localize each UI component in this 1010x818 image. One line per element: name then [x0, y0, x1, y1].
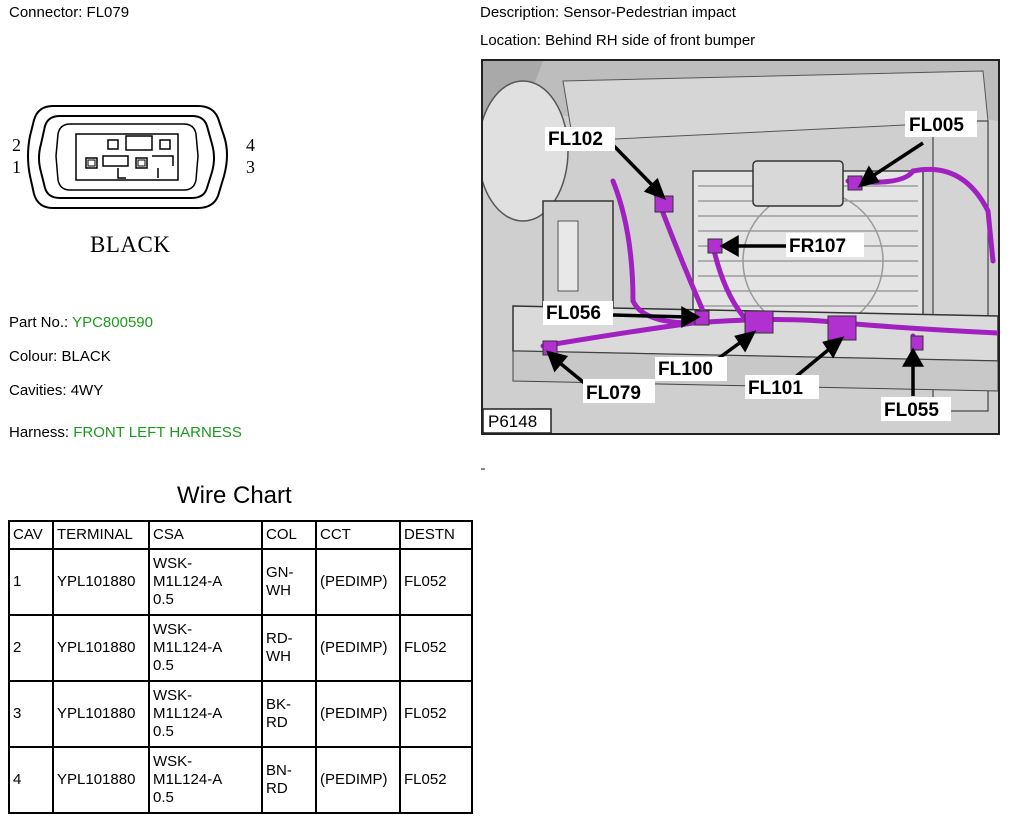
pin-label-1: 1	[12, 157, 21, 177]
col-line: BN-	[266, 762, 292, 779]
divider-mark	[481, 468, 485, 470]
csa-line: WSK-	[153, 555, 193, 572]
col-line: WH	[266, 582, 291, 599]
callout-fl102: FL102	[548, 129, 603, 150]
csa-line: WSK-	[153, 687, 193, 704]
location-label: Location:	[480, 32, 541, 49]
callout-fl005: FL005	[909, 115, 964, 136]
col-cell: RD- WH	[261, 614, 317, 682]
csa-line: 0.5	[153, 723, 174, 740]
csa-cell: WSK- M1L124-A 0.5	[148, 614, 263, 682]
cav-cell: 2	[8, 614, 54, 682]
location-illustration: FL102 FL005 FR107 FL056 FL100 FL101 FL07…	[483, 61, 998, 433]
pin-label-2: 2	[12, 135, 21, 155]
table-row: 2 YPL101880 WSK- M1L124-A 0.5 RD- WH (PE…	[8, 614, 473, 682]
pin-label-3: 3	[246, 157, 255, 177]
callout-fl079: FL079	[586, 383, 641, 404]
csa-line: 0.5	[153, 657, 174, 674]
photo-reference: P6148	[488, 412, 537, 431]
colour-line: Colour: BLACK	[9, 348, 111, 366]
col-header-cct: CCT	[315, 520, 401, 550]
location-line: Location: Behind RH side of front bumper	[480, 32, 755, 50]
terminal-cell: YPL101880	[52, 746, 150, 814]
col-line: RD	[266, 714, 288, 731]
callout-fr107: FR107	[789, 236, 846, 257]
col-line: RD-	[266, 630, 293, 647]
terminal-cell: YPL101880	[52, 680, 150, 748]
location-photo: FL102 FL005 FR107 FL056 FL100 FL101 FL07…	[481, 59, 1000, 435]
part-no-label: Part No.:	[9, 314, 69, 331]
colour-label: Colour:	[9, 348, 58, 365]
connector-line: Connector: FL079	[9, 4, 129, 22]
description-label: Description:	[480, 4, 560, 21]
csa-line: WSK-	[153, 621, 193, 638]
part-no-line: Part No.: YPC800590	[9, 314, 153, 332]
destn-cell[interactable]: FL052	[399, 614, 473, 682]
harness-line: Harness: FRONT LEFT HARNESS	[9, 424, 242, 442]
cavities-value: 4WY	[70, 382, 104, 399]
cct-cell: (PEDIMP)	[315, 614, 401, 682]
terminal-cell: YPL101880	[52, 614, 150, 682]
cav-cell: 3	[8, 680, 54, 748]
col-header-terminal: TERMINAL	[52, 520, 150, 550]
col-cell: BN- RD	[261, 746, 317, 814]
col-header-destn: DESTN	[399, 520, 473, 550]
callout-fl056: FL056	[546, 303, 601, 324]
cav-cell: 1	[8, 548, 54, 616]
callout-fl100: FL100	[658, 359, 713, 380]
cav-cell: 4	[8, 746, 54, 814]
destn-cell[interactable]: FL052	[399, 680, 473, 748]
col-header-csa: CSA	[148, 520, 263, 550]
cavities-line: Cavities: 4WY	[9, 382, 103, 400]
description-line: Description: Sensor-Pedestrian impact	[480, 4, 736, 22]
table-row: 4 YPL101880 WSK- M1L124-A 0.5 BN- RD (PE…	[8, 746, 473, 814]
wire-chart-title: Wire Chart	[177, 482, 292, 509]
csa-line: M1L124-A	[153, 771, 223, 788]
connector-face-drawing: 2 1 4 3 BLACK	[12, 105, 255, 257]
csa-line: WSK-	[153, 753, 193, 770]
description-value: Sensor-Pedestrian impact	[563, 4, 736, 21]
csa-line: M1L124-A	[153, 639, 223, 656]
table-row: 3 YPL101880 WSK- M1L124-A 0.5 BK- RD (PE…	[8, 680, 473, 748]
table-header-row: CAV TERMINAL CSA COL CCT DESTN	[8, 520, 473, 550]
csa-cell: WSK- M1L124-A 0.5	[148, 548, 263, 616]
wire-chart-table: CAV TERMINAL CSA COL CCT DESTN 1 YPL1018…	[8, 520, 473, 814]
cct-cell: (PEDIMP)	[315, 548, 401, 616]
harness-label: Harness:	[9, 424, 70, 441]
callout-fl101: FL101	[748, 378, 803, 399]
col-cell: BK- RD	[261, 680, 317, 748]
col-line: BK-	[266, 696, 292, 713]
col-cell: GN- WH	[261, 548, 317, 616]
cct-cell: (PEDIMP)	[315, 746, 401, 814]
csa-line: 0.5	[153, 591, 174, 608]
col-line: WH	[266, 648, 291, 665]
col-line: RD	[266, 780, 288, 797]
terminal-cell: YPL101880	[52, 548, 150, 616]
csa-line: 0.5	[153, 789, 174, 806]
photo-callouts: FL102 FL005 FR107 FL056 FL100 FL101 FL07…	[543, 111, 977, 421]
col-line: GN-	[266, 564, 294, 581]
connector-colour-text: BLACK	[90, 232, 170, 257]
part-no-link[interactable]: YPC800590	[72, 314, 153, 331]
colour-value: BLACK	[61, 348, 111, 365]
col-header-cav: CAV	[8, 520, 54, 550]
callout-fl055: FL055	[884, 400, 939, 421]
location-value: Behind RH side of front bumper	[545, 32, 756, 49]
destn-cell[interactable]: FL052	[399, 548, 473, 616]
table-row: 1 YPL101880 WSK- M1L124-A 0.5 GN- WH (PE…	[8, 548, 473, 616]
connector-id: FL079	[86, 4, 130, 21]
connector-label: Connector:	[9, 4, 83, 21]
destn-cell[interactable]: FL052	[399, 746, 473, 814]
cavities-label: Cavities:	[9, 382, 67, 399]
pin-label-4: 4	[246, 135, 255, 155]
cct-cell: (PEDIMP)	[315, 680, 401, 748]
csa-cell: WSK- M1L124-A 0.5	[148, 680, 263, 748]
csa-cell: WSK- M1L124-A 0.5	[148, 746, 263, 814]
harness-link[interactable]: FRONT LEFT HARNESS	[73, 424, 242, 441]
csa-line: M1L124-A	[153, 573, 223, 590]
col-header-col: COL	[261, 520, 317, 550]
csa-line: M1L124-A	[153, 705, 223, 722]
